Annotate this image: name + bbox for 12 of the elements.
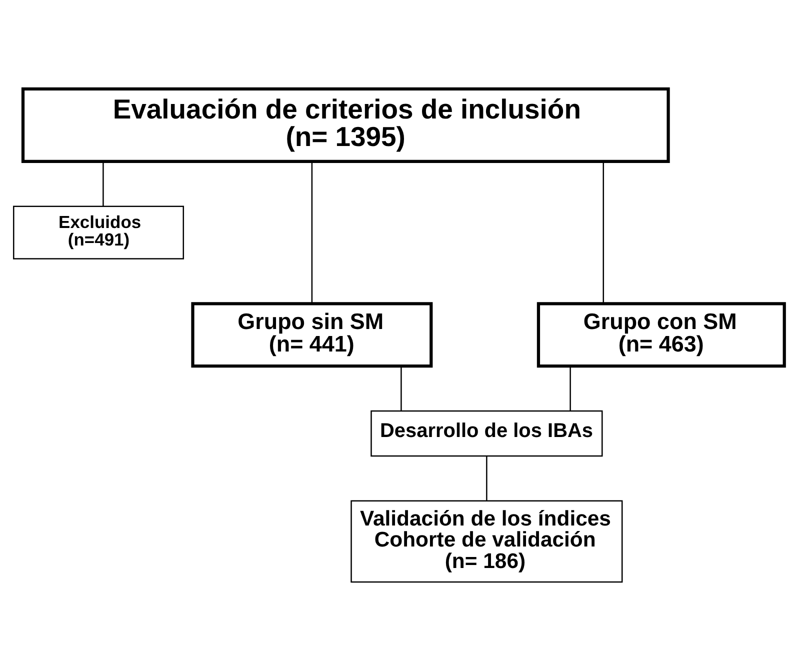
node-box: Validación de los índices Cohorte de validación (n= 186) (350, 500, 623, 583)
connector (311, 162, 313, 304)
node-box: Evaluación de criterios de inclusión (n= 1395) (21, 87, 670, 163)
connector (602, 162, 604, 304)
node-box: Grupo con SM (n= 463) (536, 302, 786, 368)
node-box: Excluidos (n=491) (13, 206, 184, 260)
node-box: Grupo sin SM (n= 441) (191, 302, 433, 368)
connector (102, 162, 104, 206)
node-box: Desarrollo de los IBAs (370, 410, 603, 457)
connector (570, 366, 571, 411)
connector (400, 366, 402, 411)
connector (486, 456, 488, 501)
